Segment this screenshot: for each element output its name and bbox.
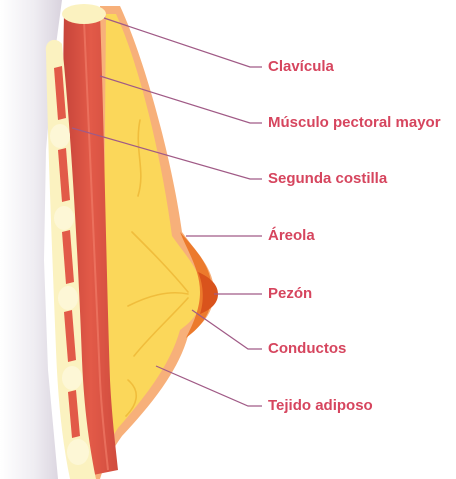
clavicle xyxy=(62,4,106,24)
label-areola: Áreola xyxy=(268,227,315,245)
label-segunda-costilla: Segunda costilla xyxy=(268,170,387,188)
label-conductos: Conductos xyxy=(268,340,346,358)
label-tejido-adiposo: Tejido adiposo xyxy=(268,397,373,415)
label-pezon: Pezón xyxy=(268,285,312,303)
label-clavicula: Clavícula xyxy=(268,58,334,76)
label-musculo-pectoral-mayor: Músculo pectoral mayor xyxy=(268,114,441,132)
